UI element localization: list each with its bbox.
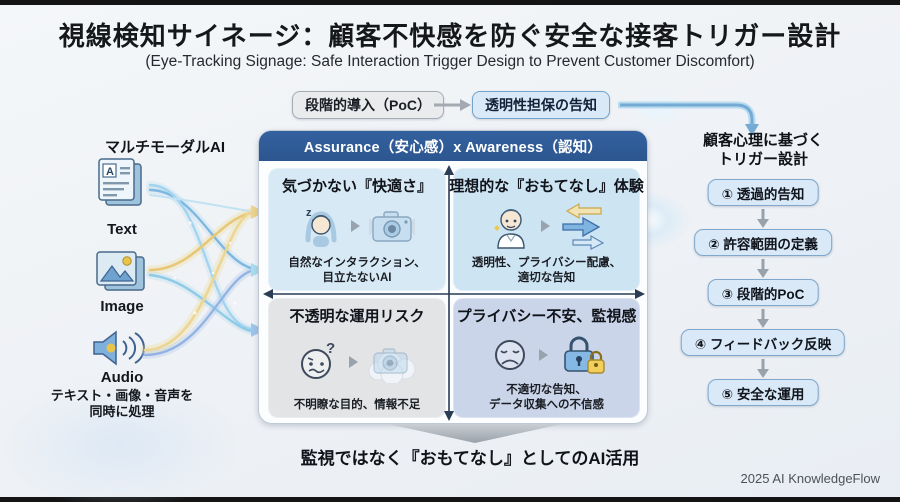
quadrant-caption: 不明瞭な目的、情報不足 [293,399,421,412]
cloud-camera-icon [368,348,415,384]
step-3-staged-poc: ③ 段階的PoC [707,279,819,306]
relaxed-person-icon: z [305,207,336,248]
text-label: Text [107,221,137,238]
smiling-person-icon [494,209,525,249]
quadrant-title: 気づかない『快適さ』 [281,178,432,195]
quadrant-ideal-omotenashi: 理想的な『おもてなし』体験 [449,168,644,291]
text-document-icon: A [98,158,142,206]
page-subtitle: (Eye-Tracking Signage: Safe Interaction … [145,53,755,70]
matrix-header: Assurance（安心感）x Awareness（認知） [259,131,647,161]
chevron-right-icon [350,220,360,233]
bottom-caption: 監視ではなく『おもてなし』としてのAI活用 [300,449,640,468]
step-5-safe-operation: ⑤ 安全な運用 [707,379,819,406]
quadrant-icons: ? [296,326,419,398]
quadrant-icons: z [298,196,417,256]
quadrant-opaque-risk: 不透明な運用リスク ? [268,298,446,418]
quadrant-unnoticed-comfort: 気づかない『快適さ』 z [268,168,446,291]
audio-label: Audio [100,369,144,386]
quadrant-caption: 自然なインタラクション、 目立たないAI [288,257,426,285]
quadrant-caption: 透明性、プライバシー配慮、 適切な告知 [471,257,622,285]
chevron-right-icon [539,348,548,361]
down-arrow [757,359,769,378]
step-1-transparent-notice: ① 透過的告知 [707,179,819,206]
locks-icon [564,336,605,374]
down-arrow [757,309,769,328]
quadrant-privacy-anxiety: プライバシー不安、監視感 [453,298,640,418]
question-glyph: ? [326,340,335,357]
assurance-awareness-matrix: Assurance（安心感）x Awareness（認知） 気づかない『快適さ』… [258,130,648,424]
matrix-axes [263,165,645,421]
poc-intro-box: 段階的導入（PoC） [292,91,444,119]
step-4-feedback: ④ フィードバック反映 [680,329,846,356]
svg-text:A: A [106,166,114,178]
chevron-right-icon [348,356,358,369]
chevron-right-icon [541,220,550,233]
letterbox-bottom [0,497,900,502]
down-arrow [757,259,769,278]
image-icon [96,251,145,291]
footer-credit: 2025 AI KnowledgeFlow [740,471,880,486]
step-2-define-tolerance: ② 許容範囲の定義 [694,229,832,256]
right-arrow [434,99,471,111]
image-label: Image [100,298,144,315]
quadrant-title: プライバシー不安、監視感 [456,308,637,325]
page-title: 視線検知サイネージ：顧客不快感を防ぐ安全な接客トリガー設計 [58,21,842,51]
transparency-notice-box: 透明性担保の告知 [472,91,610,119]
multimodal-flow-arrows [140,181,265,359]
sad-face-icon [495,339,525,370]
down-arrow [757,209,769,228]
trigger-design-heading: 顧客心理に基づく トリガー設計 [702,132,823,168]
quadrant-icons [486,196,607,256]
down-chevron [388,424,562,443]
quadrant-title: 理想的な『おもてなし』体験 [449,178,644,195]
sleep-z-glyph: z [306,207,312,219]
quadrant-icons [488,326,605,383]
curved-arrow-to-right-panel [618,101,759,136]
camera-icon [368,211,415,242]
confused-face-icon: ? [300,340,335,380]
exchange-arrows-icon [562,203,605,251]
left-caption: テキスト・画像・音声を 同時に処理 [50,388,194,420]
multimodal-ai-heading: マルチモーダルAI [104,139,225,156]
audio-speaker-icon [93,330,145,366]
quadrant-caption: 不適切な告知、 データ収集への不信感 [489,384,604,412]
letterbox-top [0,0,900,5]
quadrant-title: 不透明な運用リスク [289,308,425,325]
